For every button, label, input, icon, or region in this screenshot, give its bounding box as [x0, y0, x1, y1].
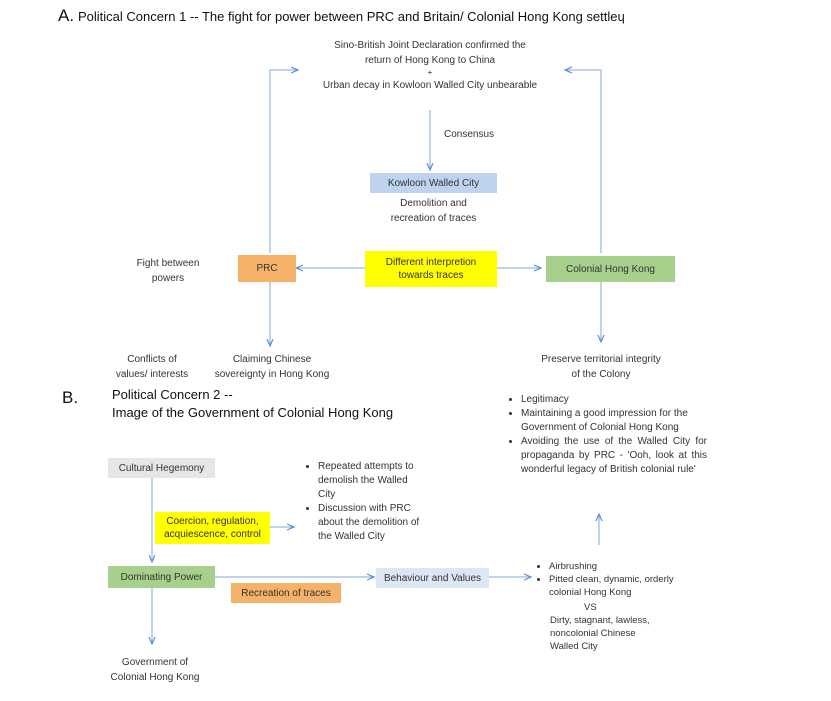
section-a-heading: A. Political Concern 1 -- The fight for …	[58, 6, 625, 26]
top-statement: Sino-British Joint Declaration confirmed…	[290, 38, 570, 93]
prc-box: PRC	[238, 255, 296, 282]
vs-label: VS	[584, 602, 597, 613]
dominating-power-box: Dominating Power	[108, 566, 215, 588]
claiming-line-1: Claiming Chinese	[232, 354, 312, 365]
government-text: Government of Colonial Hong Kong	[96, 655, 214, 685]
section-a-letter: A.	[58, 6, 75, 25]
legitimacy-item-1: Legitimacy	[521, 393, 707, 407]
airbrushing-item-1: Airbrushing	[549, 560, 702, 573]
dirty-line-2: noncolonial Chinese	[550, 628, 636, 639]
arrow-colonial-to-top	[565, 70, 602, 253]
section-a-title: Political Concern 1 -- The fight for pow…	[77, 9, 618, 24]
conflicts-text: Conflicts of values/ interests	[96, 352, 208, 382]
fight-between-powers: Fight between powers	[118, 256, 218, 286]
dirty-line-1: Dirty, stagnant, lawless,	[550, 615, 650, 626]
demolition-line-2: recreation of traces	[390, 213, 477, 224]
arrow-prc-to-top	[269, 70, 298, 253]
interp-line-2: towards traces	[398, 270, 464, 281]
section-b-title-1: Political Concern 2 --	[112, 387, 233, 402]
kowloon-walled-city-box: Kowloon Walled City	[370, 173, 497, 193]
legitimacy-list: Legitimacy Maintaining a good impression…	[507, 393, 707, 477]
attempts-item-2: Discussion with PRC about the demolition…	[318, 502, 424, 544]
preserve-line-1: Preserve territorial integrity	[541, 354, 661, 365]
conflicts-line-1: Conflicts of	[127, 354, 177, 365]
recreation-of-traces-box: Recreation of traces	[231, 583, 341, 603]
consensus-label: Consensus	[444, 129, 495, 140]
coercion-box: Coercion, regulation, acquiescence, cont…	[155, 512, 270, 544]
section-b-title-2: Image of the Government of Colonial Hong…	[112, 405, 394, 420]
claiming-line-2: sovereignty in Hong Kong	[214, 369, 330, 380]
plus-sign: +	[427, 68, 433, 77]
top-line-2: return of Hong Kong to China	[364, 55, 496, 66]
government-line-2: Colonial Hong Kong	[110, 672, 200, 683]
preserve-text: Preserve territorial integrity of the Co…	[516, 352, 686, 382]
dirty-text: Dirty, stagnant, lawless, noncolonial Ch…	[550, 614, 650, 653]
cultural-hegemony-box: Cultural Hegemony	[108, 458, 215, 478]
demolition-text: Demolition and recreation of traces	[370, 196, 497, 226]
attempts-item-1: Repeated attempts to demolish the Walled…	[318, 460, 424, 502]
interp-line-1: Different interpretion	[385, 257, 477, 268]
government-line-1: Government of	[121, 657, 189, 668]
different-interpretation-box: Different interpretion towards traces	[365, 251, 497, 287]
top-line-1: Sino-British Joint Declaration confirmed…	[334, 40, 526, 51]
coercion-line-1: Coercion, regulation,	[166, 516, 259, 527]
legitimacy-item-3: Avoiding the use of the Walled City for …	[521, 435, 707, 477]
coercion-line-2: acquiescence, control	[164, 529, 261, 540]
dirty-line-3: Walled City	[550, 641, 598, 652]
demolition-line-1: Demolition and	[400, 198, 467, 209]
title-cutoff-glyph: ɥ	[617, 9, 625, 24]
attempts-list: Repeated attempts to demolish the Walled…	[304, 460, 424, 544]
section-b-letter: B.	[62, 388, 79, 407]
fight-line-1: Fight between	[136, 258, 200, 269]
airbrushing-list: Airbrushing Pitted clean, dynamic, order…	[537, 560, 702, 599]
claiming-text: Claiming Chinese sovereignty in Hong Kon…	[200, 352, 344, 382]
fight-line-2: powers	[151, 273, 185, 284]
conflicts-line-2: values/ interests	[115, 369, 189, 380]
preserve-line-2: of the Colony	[571, 369, 631, 380]
behaviour-values-box: Behaviour and Values	[376, 568, 489, 588]
colonial-hong-kong-box: Colonial Hong Kong	[546, 256, 675, 282]
legitimacy-item-2: Maintaining a good impression for the Go…	[521, 407, 707, 435]
airbrushing-item-2: Pitted clean, dynamic, orderly colonial …	[549, 573, 702, 599]
top-line-3: Urban decay in Kowloon Walled City unbea…	[322, 80, 538, 91]
